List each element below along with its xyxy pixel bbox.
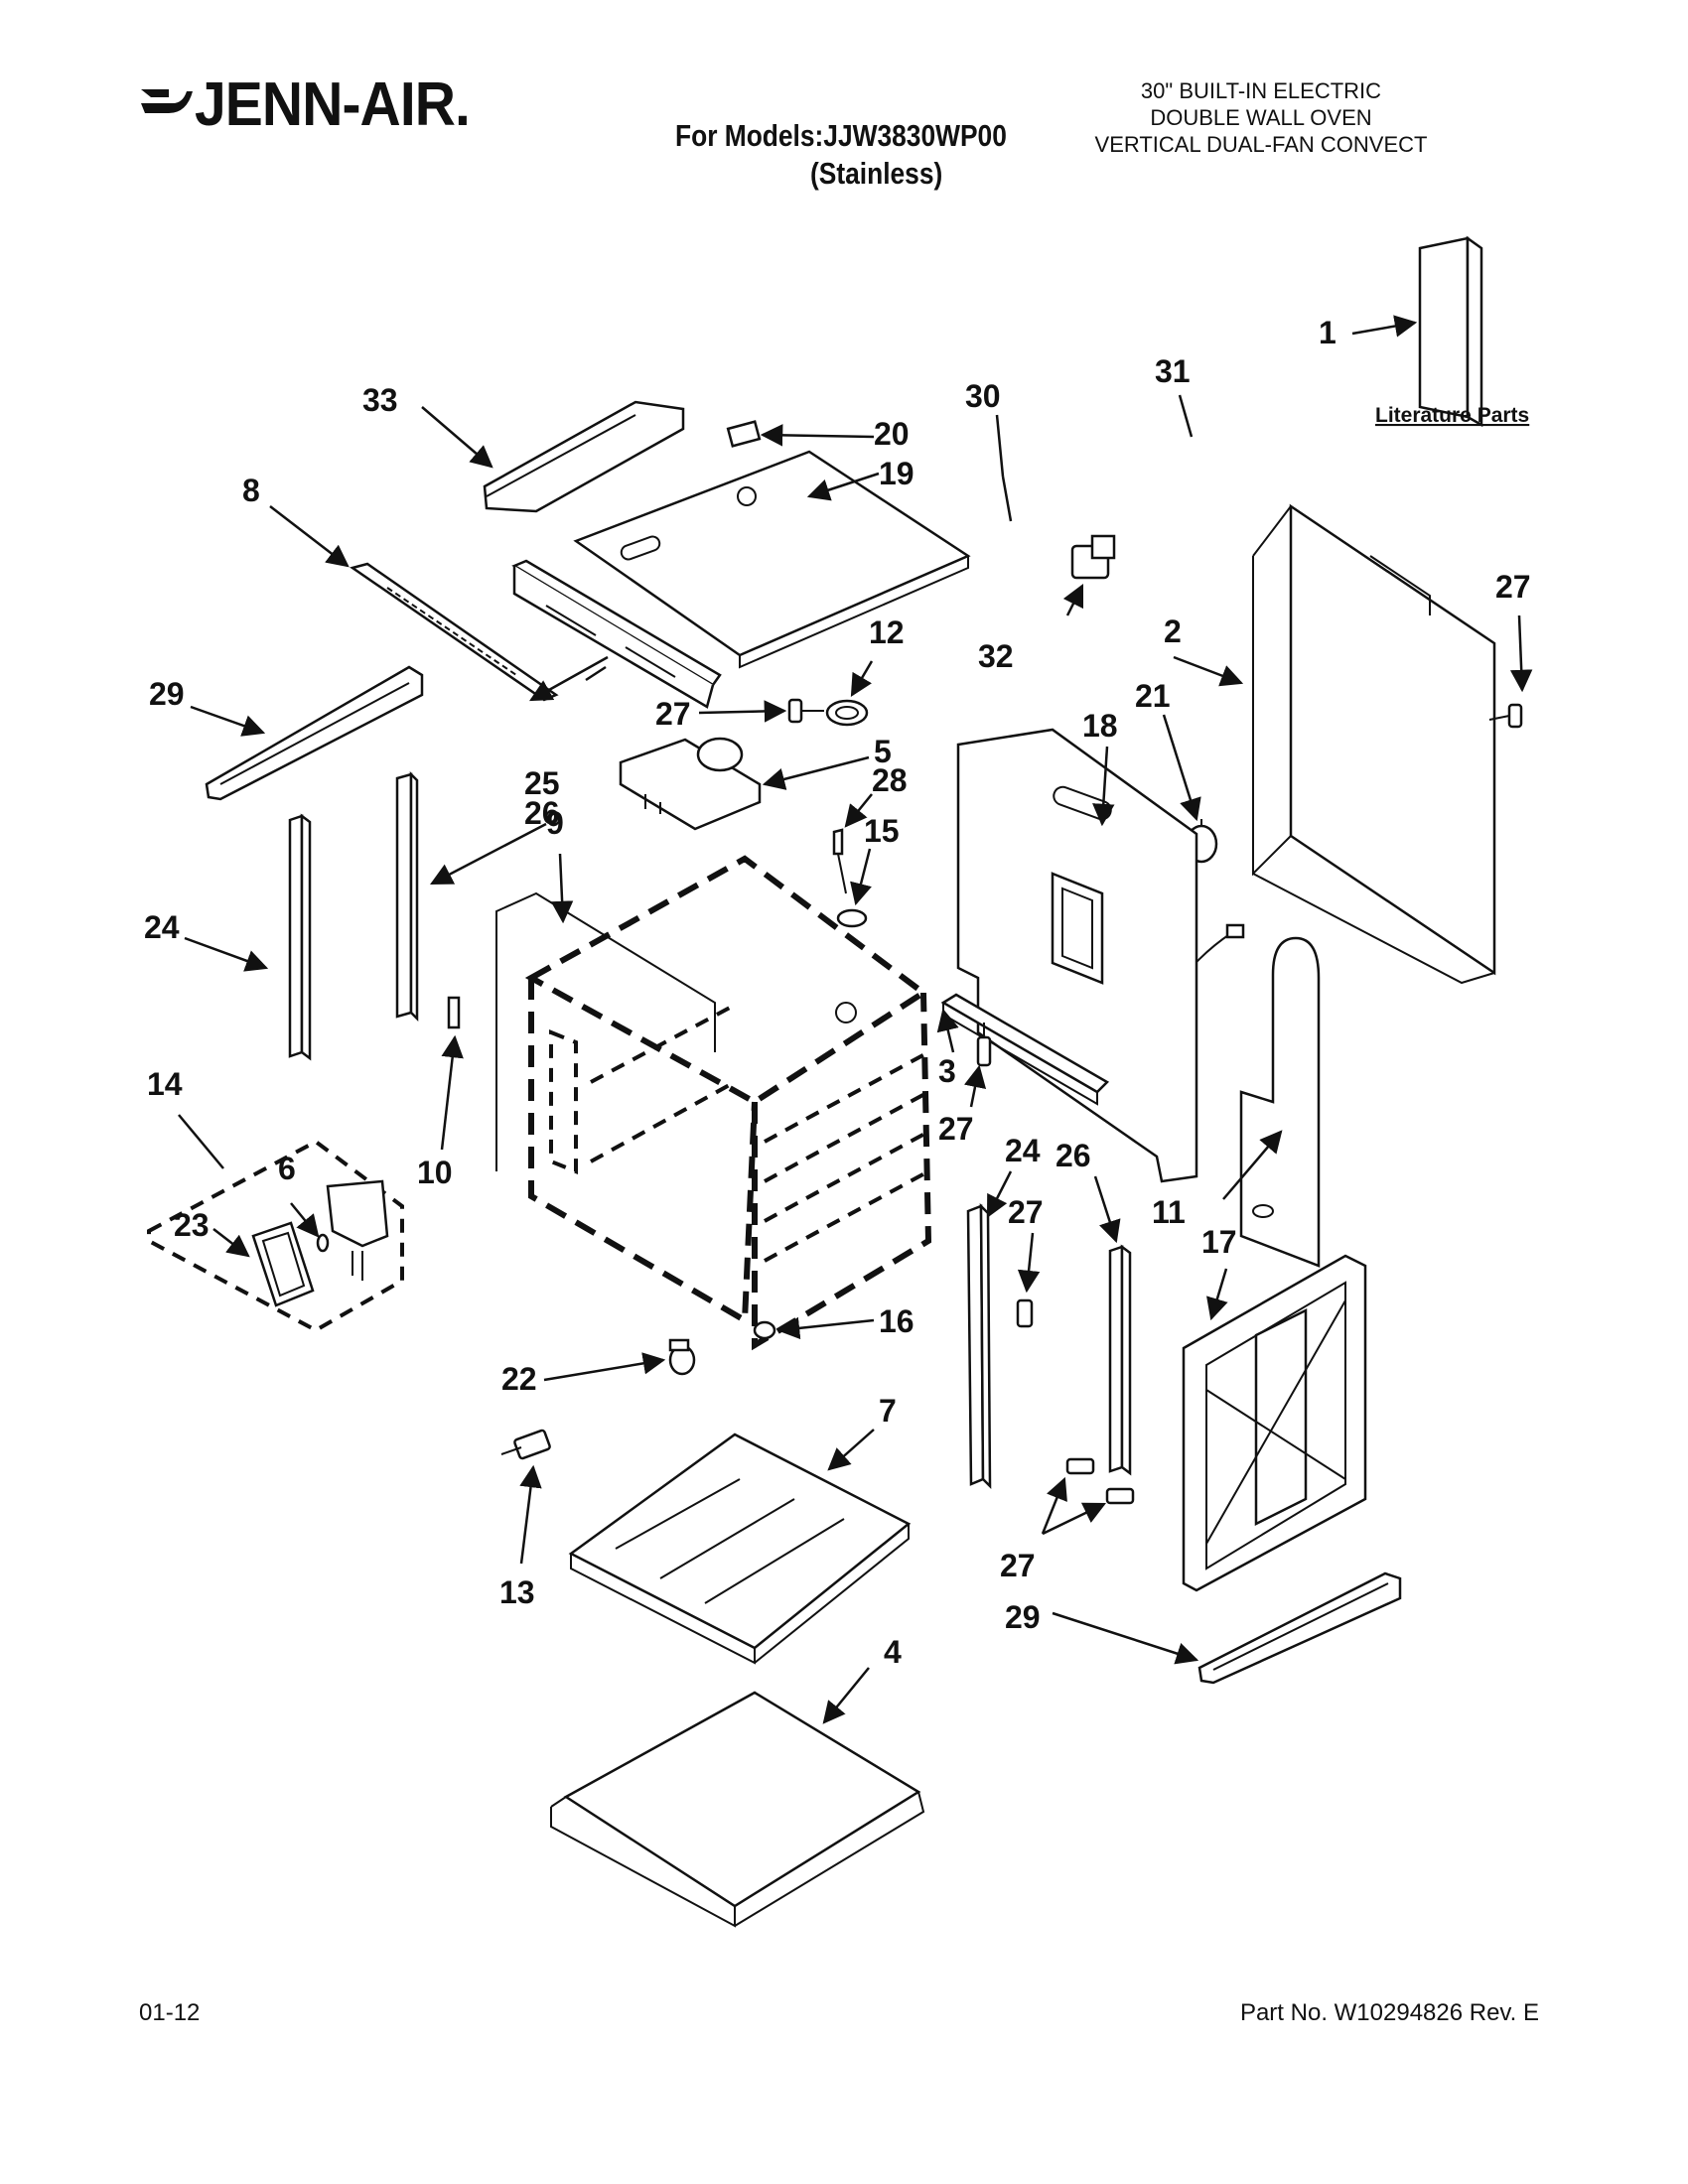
callout-12: 12	[869, 614, 905, 650]
callout-9: 9	[546, 805, 564, 841]
callout-14: 14	[147, 1066, 183, 1102]
description-line-1: 30" BUILT-IN ELECTRIC	[1140, 78, 1382, 103]
callout-27-fan: 27	[655, 696, 691, 732]
part-12-fan-blade	[825, 699, 869, 727]
part-28-sensor	[832, 828, 847, 894]
literature-parts-label: Literature Parts	[1375, 404, 1529, 427]
callout-29-lower: 29	[1005, 1599, 1041, 1635]
callout-16: 16	[879, 1303, 914, 1339]
callout-6: 6	[278, 1151, 296, 1186]
part-29-rail	[1197, 1571, 1402, 1685]
callout-27-back: 27	[1495, 569, 1531, 605]
part-26-side-rail	[395, 770, 419, 1023]
jenn-air-swoosh-icon	[141, 88, 193, 113]
callout-27-bracket: 27	[938, 1111, 974, 1147]
part-9-oven-liner	[495, 855, 932, 1351]
brand-name: JENN-AIR.	[195, 70, 471, 139]
brand-logo: JENN-AIR.	[139, 69, 493, 140]
part-33-top-trim	[483, 400, 685, 513]
model-number: For Models:JJW3830WP00	[675, 118, 1007, 153]
callout-1: 1	[1319, 315, 1336, 350]
callout-26-left: 26	[524, 795, 560, 831]
part-11-insulation	[1239, 936, 1321, 1268]
literature-booklet	[1418, 235, 1483, 428]
callout-4: 4	[884, 1634, 902, 1670]
part-27-screw	[1065, 1457, 1135, 1505]
part-4-bottom-panel	[550, 1691, 925, 1928]
callout-13: 13	[499, 1574, 535, 1610]
part-20-bracket	[726, 420, 762, 448]
part-19-top-panel	[573, 450, 971, 669]
callout-24-right: 24	[1005, 1133, 1041, 1168]
part-29-rail	[205, 665, 424, 801]
description-line-3: VERTICAL DUAL-FAN CONVECT	[1094, 132, 1428, 157]
callout-25: 25	[524, 765, 560, 801]
callout-7: 7	[879, 1393, 897, 1429]
callout-21: 21	[1135, 678, 1171, 714]
callout-27-rail: 27	[1008, 1194, 1044, 1230]
callout-23: 23	[174, 1207, 210, 1243]
part-8-vent-strip	[350, 562, 559, 702]
callout-18: 18	[1082, 708, 1118, 744]
part-6-bulb	[316, 1233, 330, 1253]
callout-2: 2	[1164, 614, 1182, 649]
callout-22: 22	[501, 1361, 537, 1397]
description-line-2: DOUBLE WALL OVEN	[1150, 105, 1372, 130]
callout-26-right: 26	[1055, 1138, 1091, 1173]
callout-28: 28	[872, 762, 908, 798]
part-14-light-assembly	[147, 1139, 404, 1333]
part-number: Part No. W10294826 Rev. E	[1239, 1999, 1539, 2026]
part-27-screw	[787, 698, 824, 724]
callout-30: 30	[965, 378, 1001, 414]
part-24-door-rail	[966, 1202, 992, 1490]
callout-labels: 1 2 3 4 5 6 7 8 9 10 11 12 13 14 15 16 1…	[144, 315, 1531, 1670]
callout-17: 17	[1201, 1224, 1237, 1260]
callout-29-upper: 29	[149, 676, 185, 712]
date-code: 01-12	[139, 1999, 201, 2026]
part-17-door-frame	[1182, 1254, 1367, 1592]
part-27-screw	[1016, 1298, 1034, 1328]
part-22-button	[668, 1338, 696, 1376]
callout-27-door: 27	[1000, 1548, 1036, 1583]
part-24-side-rail	[288, 813, 312, 1061]
part-32-relay	[1070, 534, 1116, 580]
part-25-vent-panel	[511, 559, 722, 709]
part-10-clip	[447, 996, 461, 1029]
callout-11: 11	[1152, 1194, 1186, 1230]
product-description: 30" BUILT-IN ELECTRIC DOUBLE WALL OVEN V…	[983, 77, 1539, 158]
part-15-nut	[836, 908, 868, 928]
part-27-screw	[1488, 703, 1523, 729]
callout-33: 33	[362, 382, 398, 418]
callout-31: 31	[1155, 353, 1191, 389]
callout-15: 15	[864, 813, 900, 849]
part-26-door-rail	[1108, 1244, 1132, 1476]
callout-5: 5	[874, 734, 892, 769]
callout-19: 19	[879, 456, 914, 491]
part-7-heat-shield	[568, 1433, 912, 1665]
callout-24-left: 24	[144, 909, 180, 945]
part-5-fan-motor-assembly	[619, 737, 762, 831]
part-16-rack-button	[753, 1320, 776, 1340]
callout-20: 20	[874, 416, 910, 452]
callout-8: 8	[242, 473, 260, 508]
callout-10: 10	[417, 1155, 453, 1190]
part-13-door-switch	[500, 1429, 551, 1460]
callout-32: 32	[978, 638, 1014, 674]
callout-3: 3	[938, 1053, 956, 1089]
model-finish: (Stainless)	[810, 156, 943, 191]
leader-lines	[178, 315, 1533, 1724]
model-heading: For Models:JJW3830WP00 (Stainless)	[675, 117, 1007, 193]
part-2-back-panel	[1252, 503, 1496, 985]
part-18-rear-panel	[956, 728, 1198, 1183]
